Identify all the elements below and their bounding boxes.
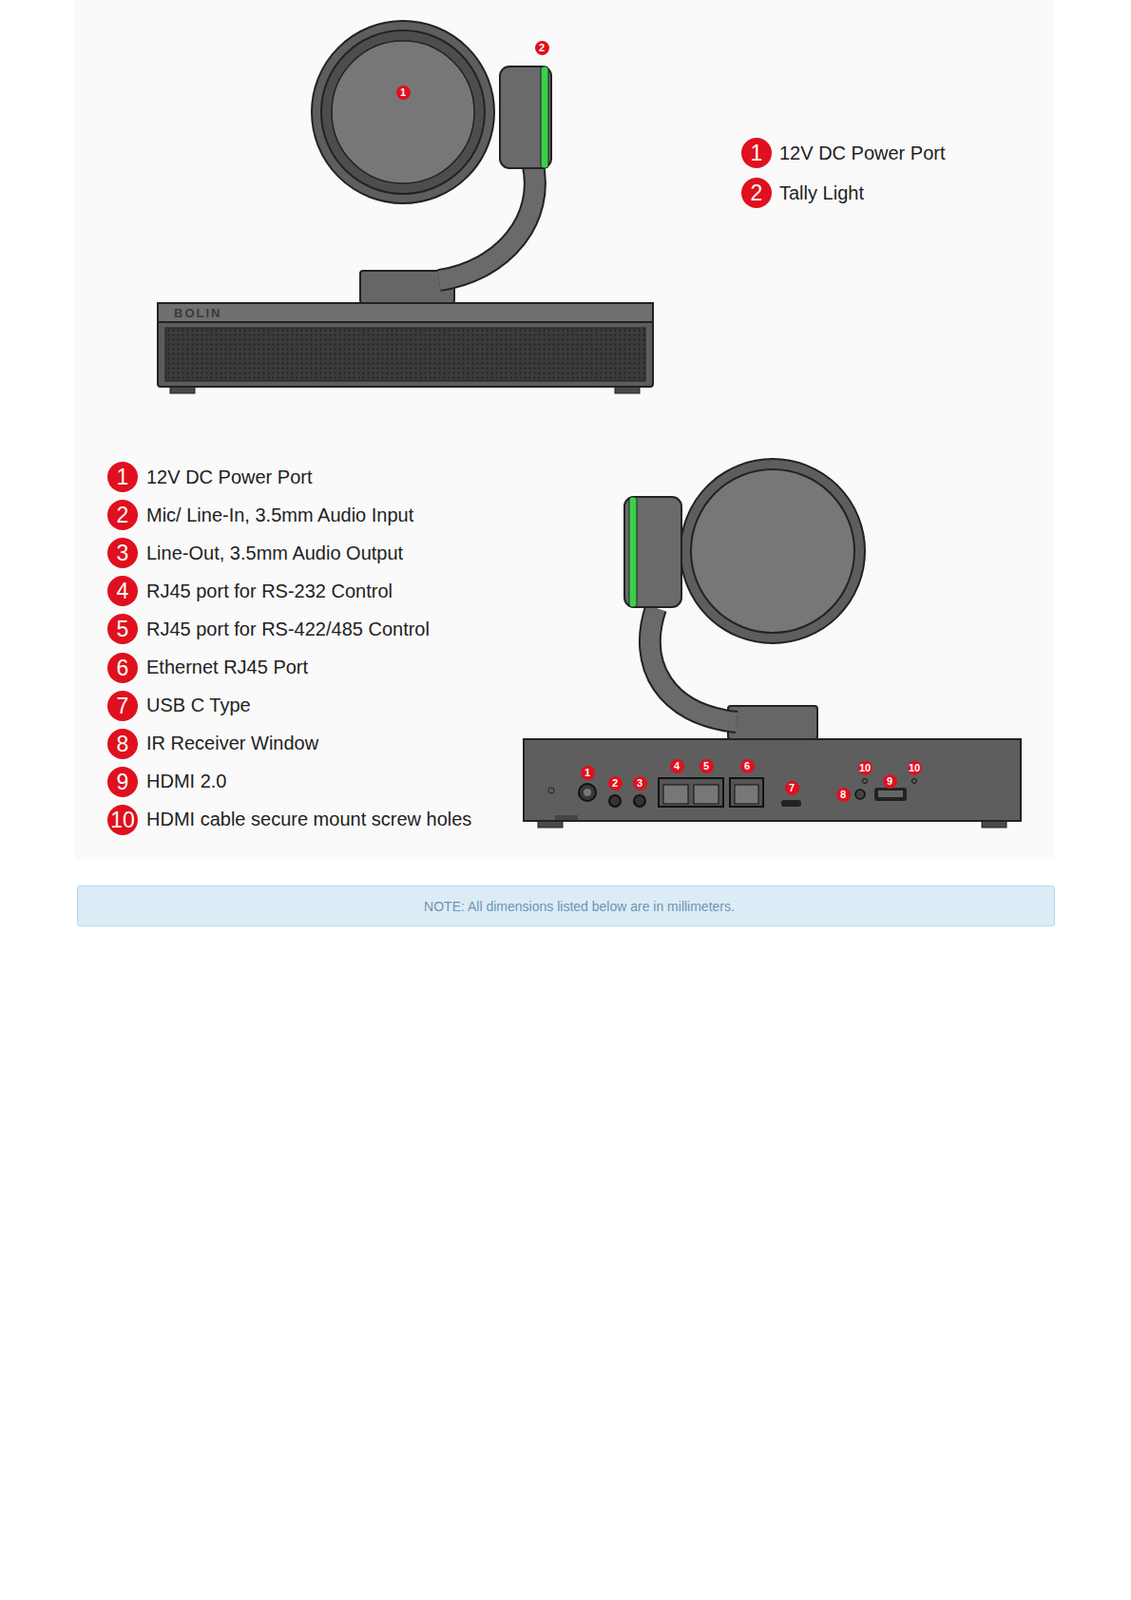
part-label: HDMI cable secure mount screw holes [146, 808, 472, 831]
callout-number: 8 [836, 787, 851, 803]
part-label: RJ45 port for RS-422/485 Control [146, 618, 430, 641]
note-box: NOTE: All dimensions listed below are in… [76, 885, 1055, 927]
callout-number: 2 [741, 177, 772, 209]
front-camera [157, 20, 653, 394]
callout-number: 6 [107, 652, 138, 684]
callout-number: 2 [608, 776, 623, 791]
brand-logo: BOLIN [173, 306, 222, 321]
note-text: NOTE: All dimensions listed below are in… [397, 899, 735, 915]
callout-number: 2 [107, 499, 138, 531]
part-label: HDMI 2.0 [146, 770, 227, 793]
part-label: Ethernet RJ45 Port [146, 656, 308, 679]
part-label: IR Receiver Window [146, 732, 319, 755]
callout-number: 2 [535, 40, 550, 56]
callout-number: 1 [580, 766, 595, 781]
part-label: RJ45 port for RS-232 Control [146, 580, 393, 603]
callout-number: 10 [907, 761, 922, 776]
part-label: 12V DC Power Port [146, 466, 313, 489]
callout-number: 5 [699, 759, 714, 774]
callout-number: 7 [107, 690, 138, 722]
part-label: USB C Type [146, 694, 251, 717]
callout-number: 4 [670, 759, 685, 774]
part-label: Mic/ Line-In, 3.5mm Audio Input [146, 504, 414, 527]
background [74, 0, 1055, 861]
callout-number: 1 [107, 461, 138, 493]
callout-number: 1 [741, 137, 772, 169]
callout-number: 1 [396, 85, 411, 100]
callout-number: 10 [107, 805, 138, 836]
callout-number: 8 [107, 728, 138, 760]
rear-camera [523, 459, 1021, 828]
callout-number: 9 [107, 766, 138, 798]
part-label: 12V DC Power Port [779, 142, 946, 165]
part-label: Line-Out, 3.5mm Audio Output [146, 542, 403, 565]
callout-number: 7 [785, 781, 800, 796]
callout-number: 6 [740, 759, 755, 774]
callout-number: 10 [858, 761, 873, 776]
callout-number: 3 [107, 537, 138, 569]
callout-number: 9 [882, 774, 898, 789]
part-label: Tally Light [779, 182, 864, 205]
callout-number: 3 [632, 776, 648, 791]
